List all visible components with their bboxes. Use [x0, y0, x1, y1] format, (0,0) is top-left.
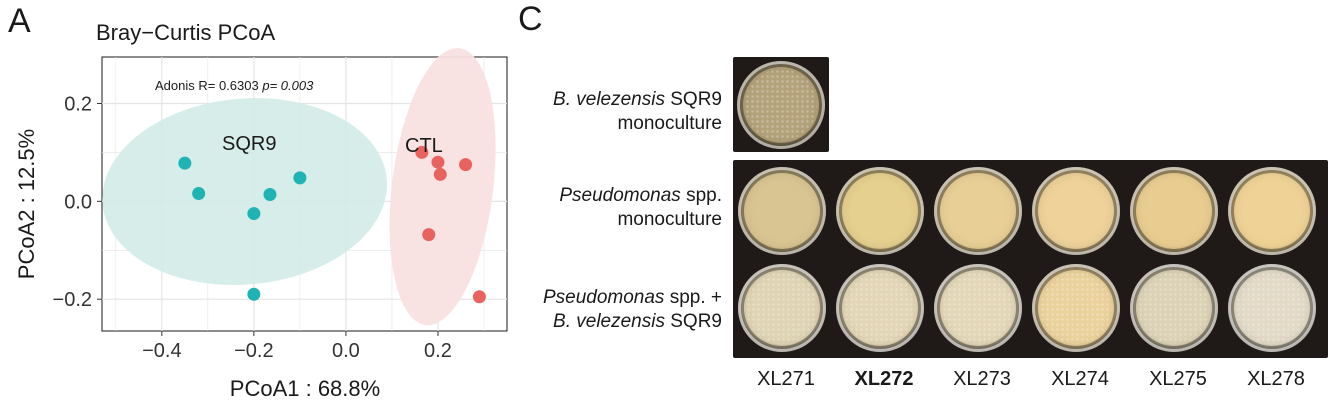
point-ctl-5 [422, 228, 436, 242]
well-coculture-xl272 [836, 264, 924, 352]
chart-title: Bray−Curtis PCoA [96, 20, 275, 45]
point-ctl-1 [415, 145, 429, 159]
plate-photo-sqr9 [733, 57, 829, 152]
strain-label-xl274: XL274 [1051, 368, 1109, 390]
ellipse-ctl [389, 48, 496, 326]
point-sqr9-6 [247, 287, 261, 301]
group-label-sqr9: SQR9 [222, 133, 276, 155]
x-axis-label: PCoA1 : 68.8% [230, 376, 380, 401]
well-pseudo-mono-xl271 [738, 167, 826, 255]
point-ctl-6 [472, 290, 486, 304]
strain-label-xl272: XL272 [854, 368, 914, 390]
panel-letter-a: A [8, 2, 31, 40]
well-coculture-xl274 [1032, 264, 1120, 352]
y-tick-label: 0.0 [64, 191, 92, 213]
y-tick-label: 0.2 [64, 93, 92, 115]
well-pseudo-mono-xl274 [1032, 167, 1120, 255]
well-coculture-xl275 [1130, 264, 1218, 352]
well-pseudo-mono-xl275 [1130, 167, 1218, 255]
strain-label-xl278: XL278 [1247, 368, 1305, 390]
strain-label-xl273: XL273 [953, 368, 1011, 390]
axis-ticks: −0.4 −0.2 0.0 0.2 −0.2 0.0 0.2 [53, 93, 452, 362]
data-points [178, 145, 486, 304]
well-pseudo-mono-xl272 [836, 167, 924, 255]
point-sqr9-5 [293, 171, 307, 185]
point-sqr9-2 [192, 187, 206, 201]
well-sqr9-mono [737, 61, 825, 149]
confidence-ellipses [102, 48, 496, 326]
row-label-coculture: Pseudomonas spp. + B. velezensis SQR9 [542, 287, 722, 332]
panel-letter-c: C [518, 0, 543, 38]
y-axis-label: PCoA2 : 12.5% [14, 129, 39, 279]
plate-photo-pseudomonas [733, 160, 1328, 358]
y-tick-label: −0.2 [53, 289, 92, 311]
well-pseudo-mono-xl278 [1228, 167, 1316, 255]
well-pseudo-mono-xl273 [934, 167, 1022, 255]
x-tick-label: 0.0 [332, 340, 360, 362]
point-sqr9-3 [247, 207, 261, 221]
ellipse-sqr9 [102, 98, 388, 285]
x-tick-label: −0.4 [142, 340, 181, 362]
pcoa-chart: Bray−Curtis PCoA −0.4 −0.2 0.0 0.2 −0.2 0.0 0.… [14, 20, 508, 401]
x-tick-label: 0.2 [424, 340, 452, 362]
well-coculture-xl271 [738, 264, 826, 352]
strain-label-xl275: XL275 [1149, 368, 1207, 390]
row-label-pseudo-mono: Pseudomonas spp. monoculture [559, 185, 722, 230]
point-ctl-4 [459, 158, 473, 172]
strain-label-xl271: XL271 [757, 368, 815, 390]
well-coculture-xl278 [1228, 264, 1316, 352]
x-tick-label: −0.2 [234, 340, 273, 362]
point-sqr9-4 [263, 187, 277, 201]
point-sqr9-1 [178, 156, 192, 170]
group-label-ctl: CTL [405, 135, 443, 157]
point-ctl-3 [433, 167, 447, 181]
row-label-sqr9-mono: B. velezensis SQR9 monoculture [553, 89, 722, 134]
well-coculture-xl273 [934, 264, 1022, 352]
point-ctl-2 [431, 155, 445, 169]
adonis-annotation: Adonis R= 0.6303 p= 0.003 [155, 78, 314, 93]
